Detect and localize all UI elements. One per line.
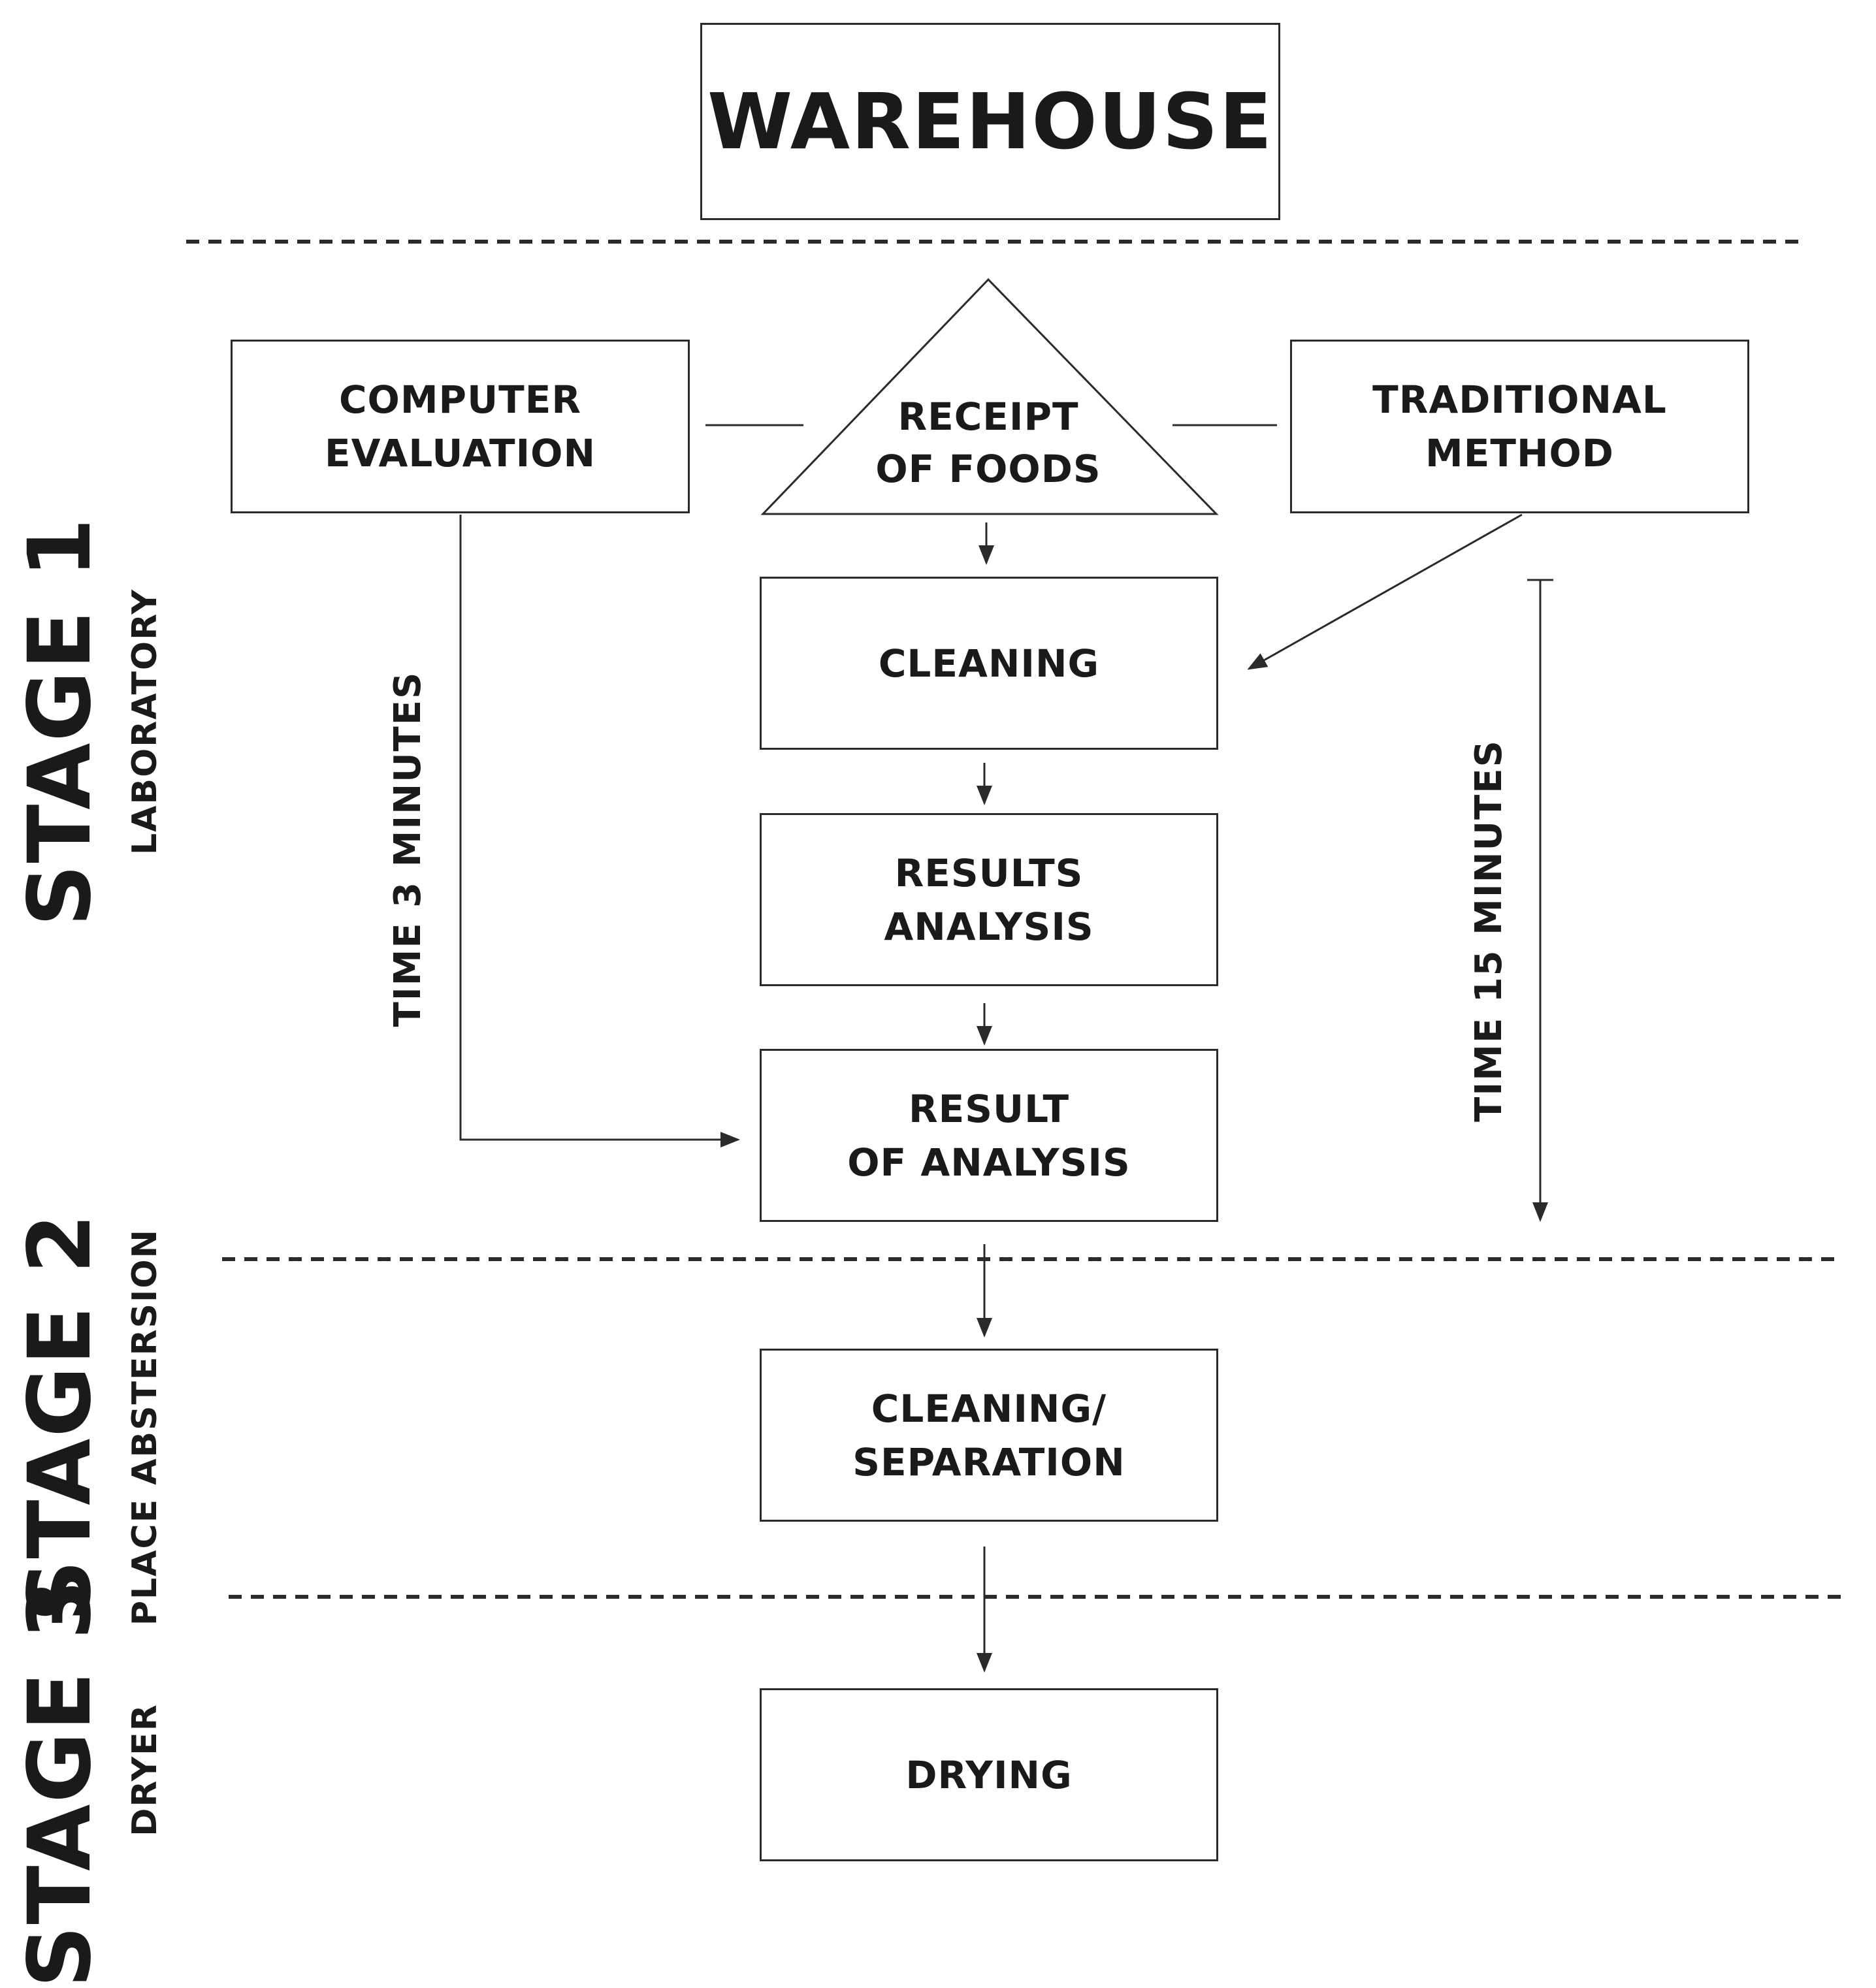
cleaning-box: CLEANING (760, 577, 1218, 750)
stage1-title: STAGE 1 (10, 517, 110, 927)
receipt-of-foods-line-1: RECEIPT (898, 394, 1079, 439)
receipt-of-foods-triangle (760, 278, 1219, 515)
traditional-method-line-1: TRADITIONAL (1372, 377, 1667, 422)
traditional-method-box: TRADITIONAL METHOD (1290, 340, 1749, 513)
cleaning-separation-line-2: SEPARATION (852, 1439, 1125, 1484)
traditional-method-line-2: METHOD (1425, 431, 1614, 475)
stage3-title: STAGE 3 (10, 1578, 110, 1988)
stage3-place: DRYER (125, 1703, 165, 1836)
stage2-title: STAGE 2 (10, 1212, 110, 1622)
arrow-computer-to-result (459, 515, 740, 1147)
cleaning-separation-line-1: CLEANING/ (871, 1386, 1107, 1431)
result-of-analysis-line-1: RESULT (908, 1086, 1070, 1131)
time-traditional-label: TIME 15 MINUTES (1468, 739, 1510, 1122)
computer-evaluation-line-1: COMPUTER (338, 377, 582, 422)
results-analysis-line-1: RESULTS (894, 850, 1084, 895)
stage2-place: PLACE ABSTERSION (125, 1228, 165, 1626)
warehouse-box: WAREHOUSE (700, 23, 1280, 220)
computer-evaluation-box: COMPUTER EVALUATION (231, 340, 690, 513)
computer-evaluation-line-2: EVALUATION (324, 431, 596, 475)
results-analysis-line-2: ANALYSIS (884, 904, 1094, 949)
stage1-place: LABORATORY (125, 588, 165, 855)
result-of-analysis-line-2: OF ANALYSIS (847, 1140, 1131, 1185)
result-of-analysis-box: RESULT OF ANALYSIS (760, 1049, 1218, 1222)
cleaning-line-1: CLEANING (878, 641, 1100, 686)
drying-line-1: DRYING (905, 1752, 1073, 1797)
drying-box: DRYING (760, 1688, 1218, 1861)
cleaning-separation-box: CLEANING/ SEPARATION (760, 1349, 1218, 1522)
receipt-of-foods-label: RECEIPT OF FOODS (858, 391, 1119, 495)
arrow-traditional-to-cleaning (1247, 513, 1523, 670)
receipt-of-foods-line-2: OF FOODS (875, 447, 1101, 491)
results-analysis-box: RESULTS ANALYSIS (760, 813, 1218, 986)
time-computer-label: TIME 3 MINUTES (387, 671, 429, 1027)
